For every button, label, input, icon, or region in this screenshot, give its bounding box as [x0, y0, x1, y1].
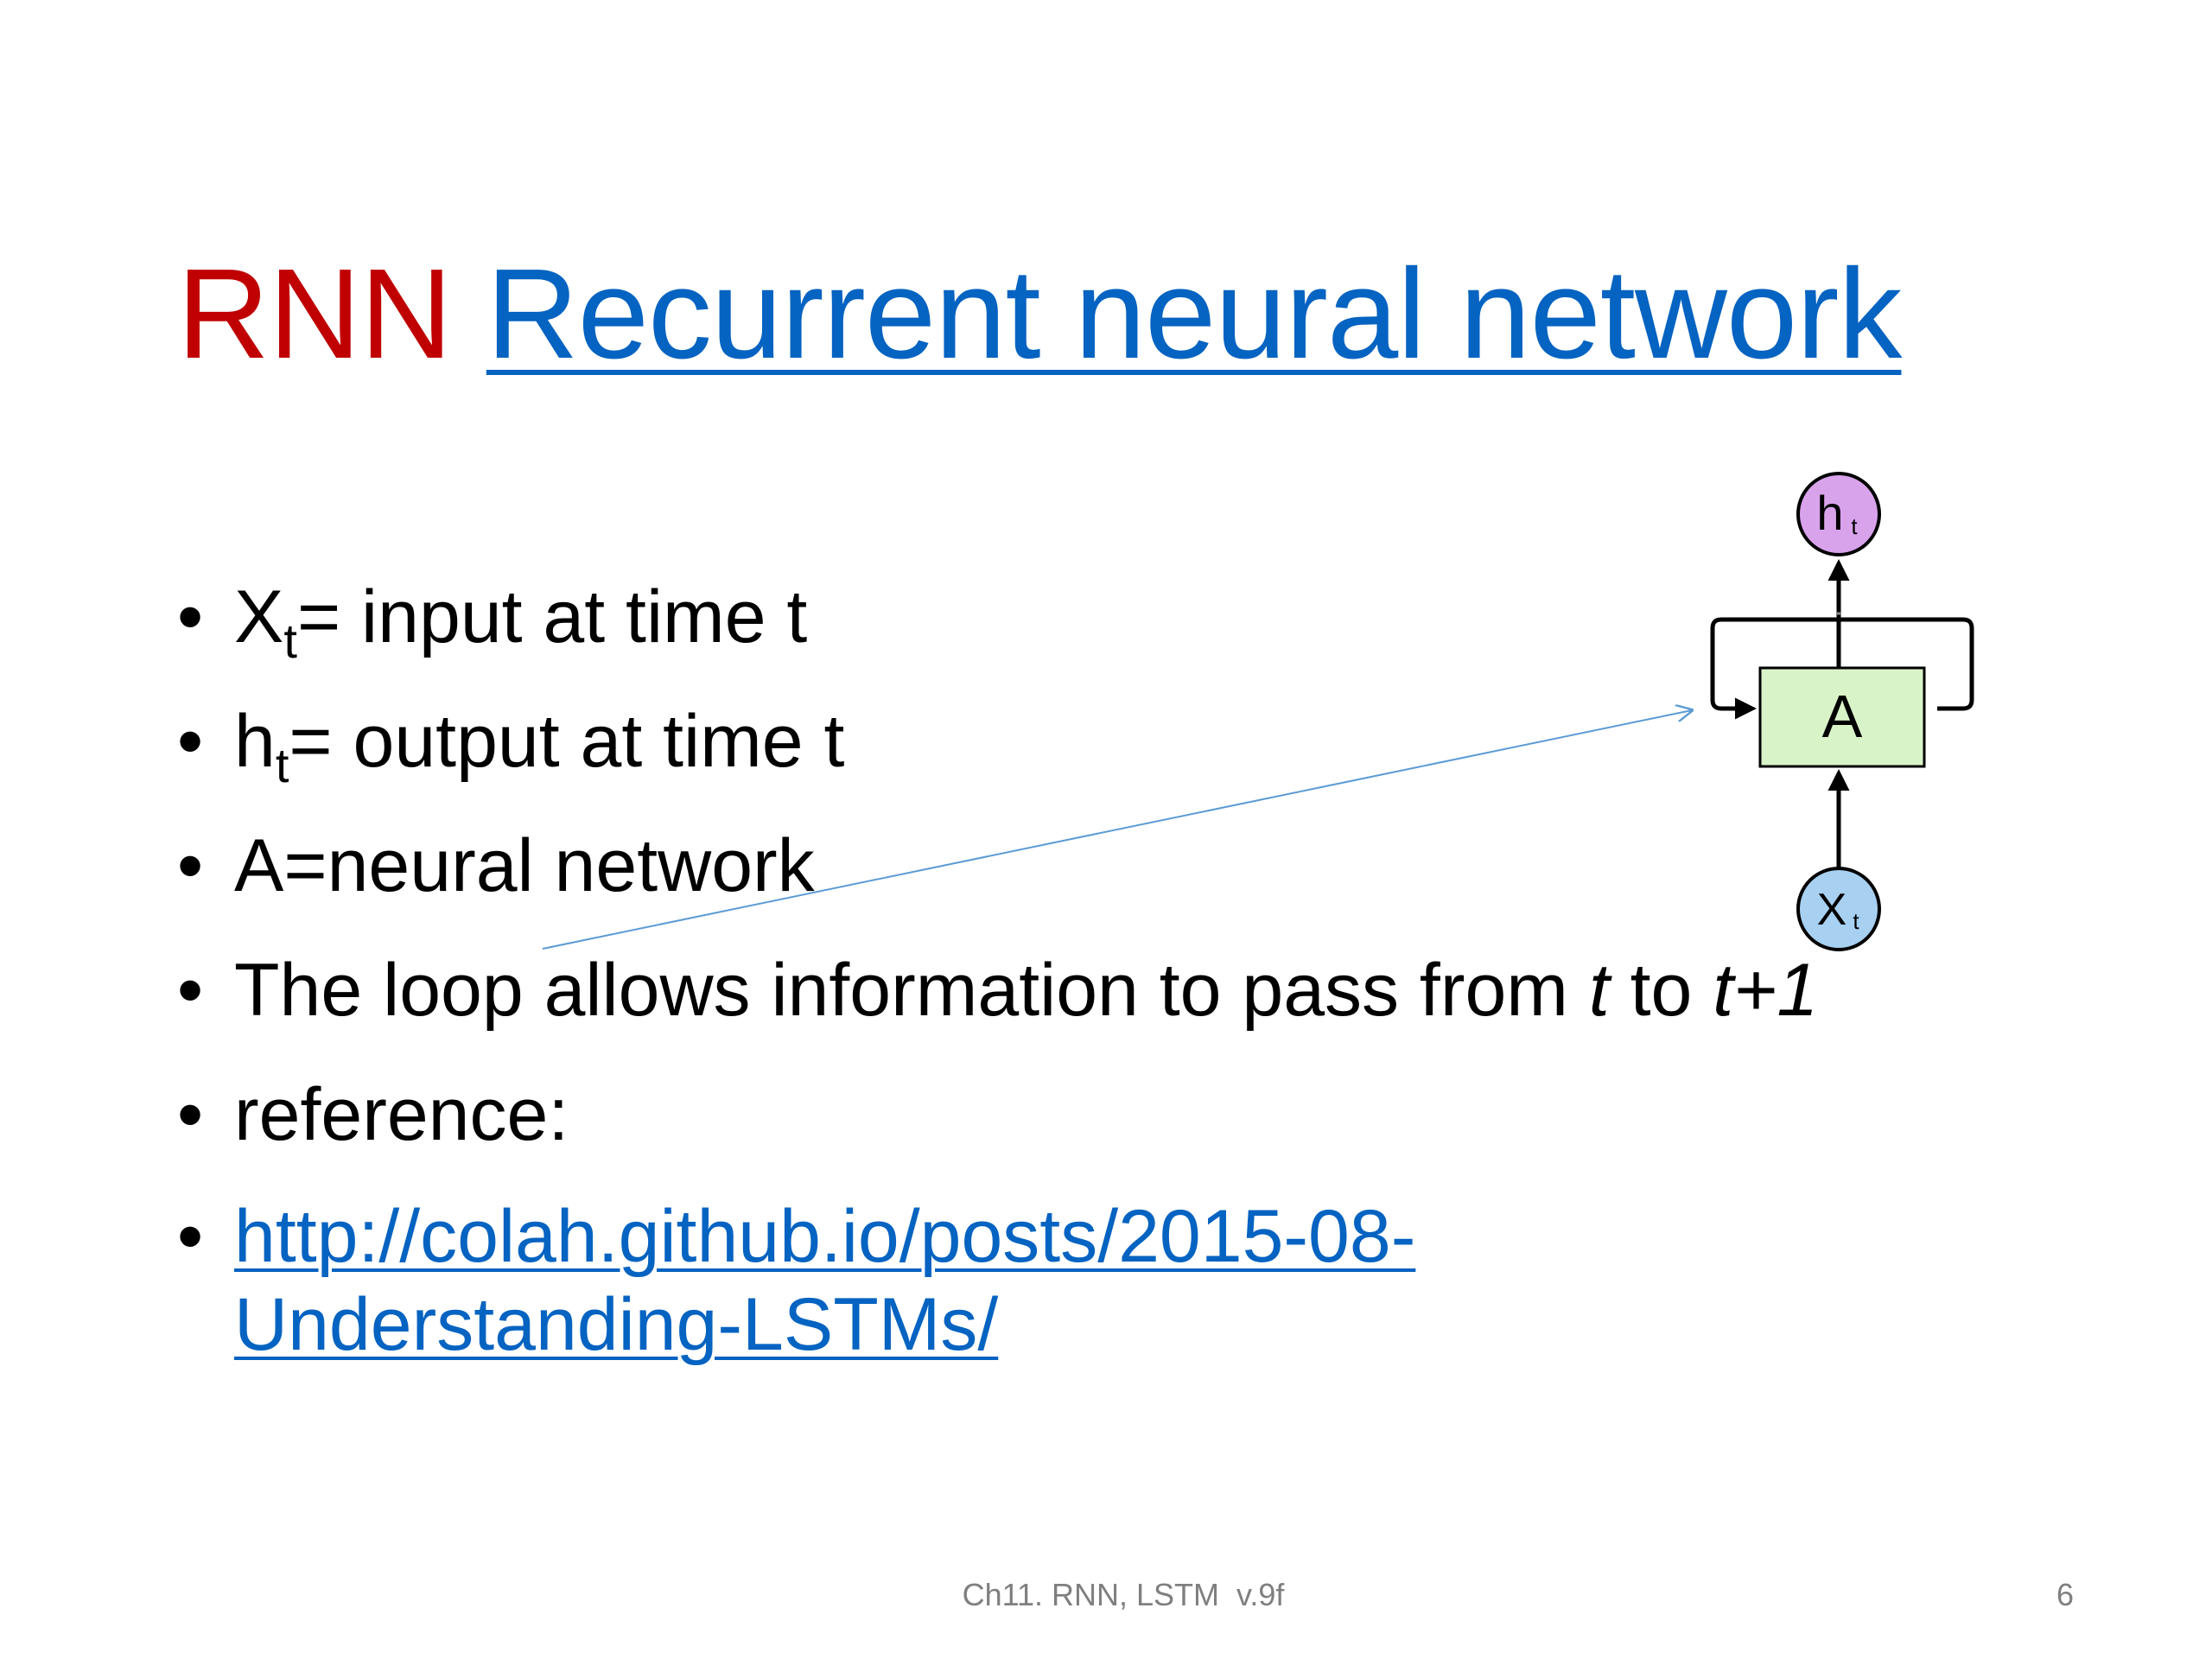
bullet-network-definition: • A=neural network	[177, 819, 1818, 912]
output-node-main: h	[1816, 486, 1843, 540]
output-node-sub: t	[1851, 513, 1858, 539]
loop-text-mid: to	[1609, 949, 1713, 1032]
input-definition-text: = input at time t	[296, 575, 808, 658]
output-node-circle	[1796, 472, 1881, 556]
recurrent-loop	[1710, 617, 1974, 720]
bullet-reference-label: • reference:	[177, 1068, 1818, 1161]
output-definition-text: = output at time t	[289, 700, 845, 783]
reference-link-line2[interactable]: Understanding-LSTMs/	[234, 1283, 999, 1366]
page-number: 6	[2056, 1577, 2074, 1612]
input-node-sub: t	[1853, 908, 1859, 934]
loop-text-before: The loop allows information to pass from	[234, 949, 1589, 1032]
bullet-marker: •	[177, 1195, 204, 1278]
input-node-main: X	[1817, 885, 1847, 935]
reference-link-line1[interactable]: http://colah.github.io/posts/2015-08-	[234, 1195, 1416, 1278]
bullet-reference-link: • http://colah.github.io/posts/2015-08-U…	[177, 1192, 1703, 1369]
bullet-list: • Xt= input at time t • ht= output at ti…	[177, 570, 1818, 1400]
input-node-circle	[1796, 867, 1881, 951]
rnn-loop-diagram: h t A X t	[1710, 472, 1974, 951]
input-subscript: t	[283, 613, 297, 668]
title-prefix: RNN	[177, 243, 453, 385]
loop-time-t-plus-1: t+1	[1713, 949, 1819, 1032]
bullet-marker: •	[177, 700, 204, 783]
input-node: X t	[1796, 867, 1881, 951]
input-symbol: X	[234, 575, 284, 658]
bullet-loop-description: • The loop allows information to pass fr…	[177, 944, 1818, 1037]
network-definition-text: A=neural network	[234, 824, 815, 907]
bullet-marker: •	[177, 949, 204, 1032]
slide-footer: Ch11. RNN, LSTM v.9f	[962, 1577, 1285, 1612]
reference-link[interactable]: http://colah.github.io/posts/2015-08-Und…	[234, 1195, 1415, 1366]
bullet-marker: •	[177, 824, 204, 907]
cell-a-box	[1758, 666, 1926, 768]
cell-a-label: A	[1822, 683, 1863, 750]
loop-time-t: t	[1588, 949, 1610, 1032]
output-node: h t	[1796, 472, 1881, 556]
bullet-marker: •	[177, 575, 204, 658]
input-node-label: X	[1817, 885, 1847, 935]
title-link[interactable]: Recurrent neural network	[486, 243, 1903, 385]
slide-title: RNN Recurrent neural network	[177, 251, 1902, 378]
bullet-output-definition: • ht= output at time t	[177, 695, 1818, 790]
output-node-label: h	[1816, 486, 1843, 540]
output-subscript: t	[275, 738, 289, 792]
reference-label: reference:	[234, 1073, 569, 1156]
bullet-marker: •	[177, 1073, 204, 1156]
cell-a: A	[1758, 666, 1926, 768]
bullet-input-definition: • Xt= input at time t	[177, 570, 1818, 665]
output-symbol: h	[234, 700, 276, 783]
